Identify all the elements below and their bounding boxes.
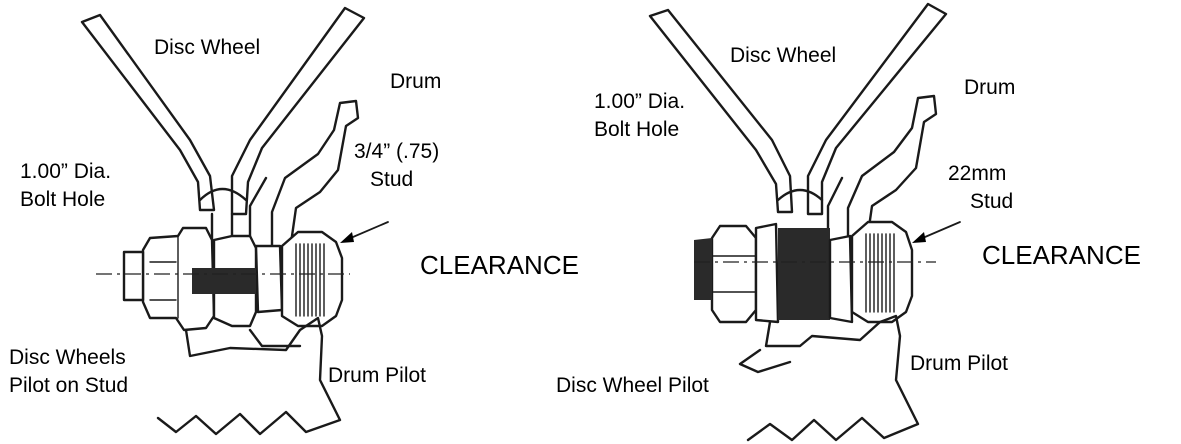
left-drum-pilot-label: Drum Pilot: [328, 364, 426, 387]
right-diagram-hub-piloted: Disc Wheel Drum 1.00” Dia. Bolt Hole 22m…: [556, 2, 1141, 442]
right-pilot-label: Disc Wheel Pilot: [556, 374, 709, 397]
left-disc-wheel-drawing: [80, 6, 366, 250]
right-drum-pilot-drawing: [746, 314, 920, 442]
left-drum-pilot-drawing: [156, 316, 342, 436]
left-stud-label-line1: 3/4” (.75): [354, 140, 439, 163]
left-pilot-label-line2: Pilot on Stud: [9, 374, 128, 397]
left-clearance-label: CLEARANCE: [420, 250, 579, 280]
right-stud-threads: [865, 233, 895, 313]
right-drum-label: Drum: [964, 76, 1015, 99]
left-drum-drawing: [248, 99, 360, 254]
left-disc-wheel-label: Disc Wheel: [154, 36, 260, 59]
right-threaded-barrel: [778, 228, 830, 320]
left-bolt-hole-label-line1: 1.00” Dia.: [20, 160, 111, 183]
left-diagram-stud-piloted: Disc Wheel Drum 1.00” Dia. Bolt Hole 3/4…: [9, 6, 579, 436]
left-stud-label-line2: Stud: [370, 168, 413, 191]
left-drum-label: Drum: [390, 70, 441, 93]
left-pilot-label-line1: Disc Wheels: [9, 346, 126, 369]
right-bolt-hole-label-line1: 1.00” Dia.: [594, 90, 685, 113]
right-drum-pilot-label: Drum Pilot: [910, 352, 1008, 375]
right-disc-wheel-label: Disc Wheel: [730, 44, 836, 67]
right-stud-arrow: [912, 221, 961, 243]
right-outer-nut: [710, 224, 758, 324]
right-clearance-label: CLEARANCE: [982, 240, 1141, 270]
right-stud-label-line1: 22mm: [948, 162, 1006, 185]
left-bolt-hole-label-line2: Bolt Hole: [20, 188, 105, 211]
left-threaded-shank: [192, 268, 256, 294]
right-disc-wheel-drawing: [648, 2, 948, 216]
right-stud-label-line2: Stud: [970, 190, 1013, 213]
right-bolt-hole-label-line2: Bolt Hole: [594, 118, 679, 141]
left-stud-arrow: [340, 221, 389, 243]
left-stud-threads: [295, 243, 325, 317]
